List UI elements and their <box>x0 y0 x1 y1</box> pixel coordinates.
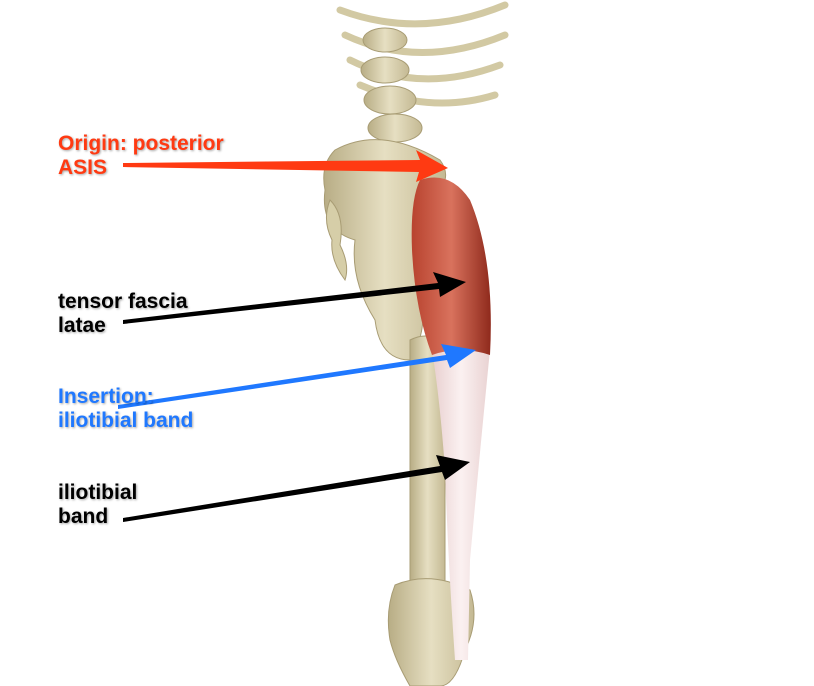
origin-label-line1: Origin: posterior <box>58 132 224 155</box>
band-arrow <box>123 455 470 522</box>
sacrum <box>326 199 348 282</box>
spine <box>360 27 423 143</box>
iliotibial-band <box>432 350 490 660</box>
origin-label-line2: ASIS <box>58 156 108 179</box>
insertion-arrow <box>118 344 476 409</box>
insertion-label-line2: iliotibial band <box>58 409 194 432</box>
muscle-label-line1: tensor fascia <box>58 290 188 313</box>
band-label: iliotibial band <box>58 481 137 529</box>
muscle-label-line2: latae <box>58 314 106 337</box>
insertion-label: Insertion: iliotibial band <box>58 385 193 433</box>
arrows <box>118 150 476 522</box>
muscle-arrow <box>123 272 466 324</box>
ribcage <box>336 1 509 107</box>
muscle-label: tensor fascia latae <box>58 290 188 338</box>
origin-label: Origin: posterior ASIS <box>58 132 224 180</box>
tensor-fascia-latae-muscle <box>411 177 491 355</box>
band-label-line1: iliotibial <box>58 481 138 504</box>
band-label-line2: band <box>58 505 109 528</box>
origin-arrow <box>123 150 448 182</box>
insertion-label-line1: Insertion: <box>58 385 154 408</box>
